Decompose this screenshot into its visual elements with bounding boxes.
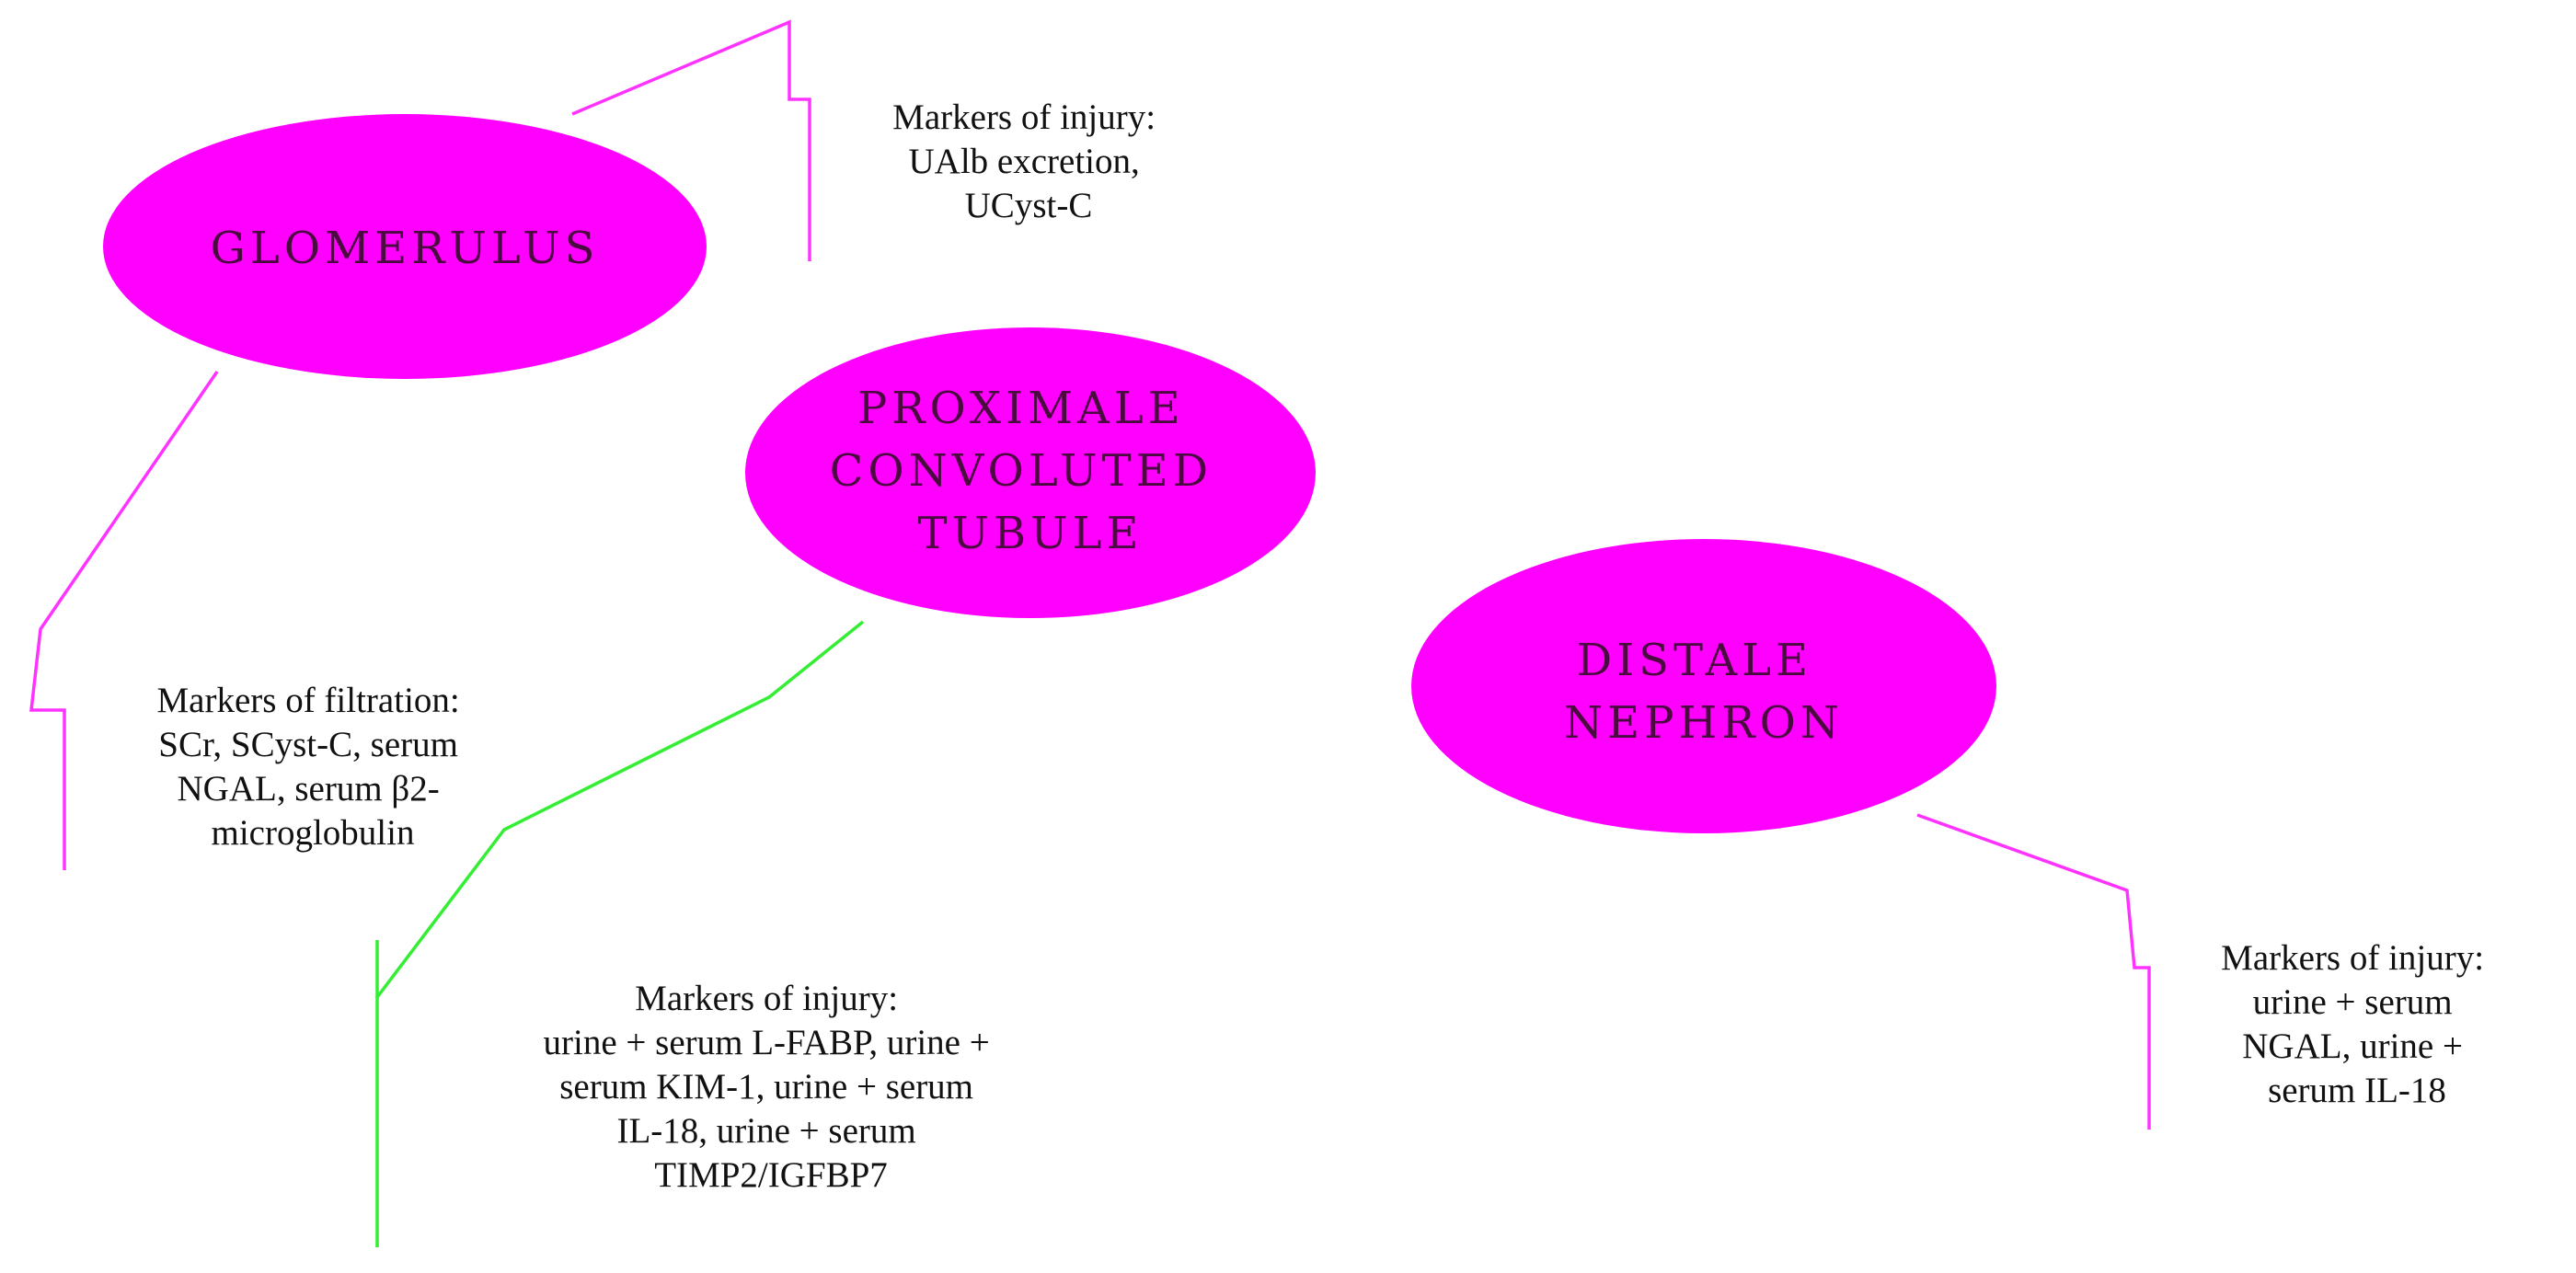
proximal-tubule-ellipse	[745, 327, 1316, 618]
note-line: microglobulin	[212, 813, 415, 853]
glomerulus-injury-connector	[571, 19, 811, 261]
note-line: NGAL, urine +	[2242, 1026, 2463, 1066]
glomerulus-ellipse	[103, 114, 707, 379]
note-line: Markers of filtration:	[157, 681, 460, 720]
glomerulus-label: GLOMERULUS	[211, 223, 600, 274]
glomerulus-filtration-connector	[29, 371, 219, 870]
note-line: UAlb excretion,	[908, 142, 1139, 181]
glomerulus-label-line: GLOMERULUS	[211, 223, 600, 274]
distal-nephron-label-line: DISTALE	[1577, 635, 1812, 686]
proximal-tubule-label-line: CONVOLUTED	[830, 445, 1213, 497]
note-line: TIMP2/IGFBP7	[654, 1155, 888, 1195]
note-line: Markers of injury:	[635, 979, 898, 1018]
note-line: urine + serum	[2253, 982, 2453, 1022]
distal-nephron-label-line: NEPHRON	[1564, 697, 1844, 749]
note-line: IL-18, urine + serum	[617, 1111, 916, 1151]
glomerulus-filtration-note: Markers of filtration: SCr, SCyst-C, ser…	[157, 681, 469, 853]
distal-injury-note: Markers of injury: urine + serum NGAL, u…	[2221, 938, 2493, 1110]
note-line: NGAL, serum β2-	[178, 769, 440, 809]
distal-nephron-ellipse	[1411, 539, 1996, 833]
glomerulus-injury-note: Markers of injury: UAlb excretion, UCyst…	[892, 97, 1165, 225]
note-line: urine + serum L-FABP, urine +	[544, 1023, 990, 1062]
proximal-tubule-label-line: PROXIMALE	[857, 383, 1185, 434]
proximal-injury-connector	[375, 620, 865, 1247]
note-line: Markers of injury:	[892, 97, 1156, 137]
distal-nephron-label: DISTALE NEPHRON	[1564, 635, 1844, 749]
note-line: serum IL-18	[2268, 1071, 2446, 1110]
note-line: SCr, SCyst-C, serum	[158, 725, 458, 764]
note-line: UCyst-C	[965, 186, 1093, 225]
proximal-tubule-label: PROXIMALE CONVOLUTED TUBULE	[830, 383, 1232, 559]
note-line: serum KIM-1, urine + serum	[559, 1067, 973, 1107]
proximal-tubule-label-line: TUBULE	[917, 508, 1143, 559]
note-line: Markers of injury:	[2221, 938, 2484, 978]
distal-injury-connector	[1916, 813, 2151, 1130]
proximal-injury-note: Markers of injury: urine + serum L-FABP,…	[544, 979, 999, 1195]
